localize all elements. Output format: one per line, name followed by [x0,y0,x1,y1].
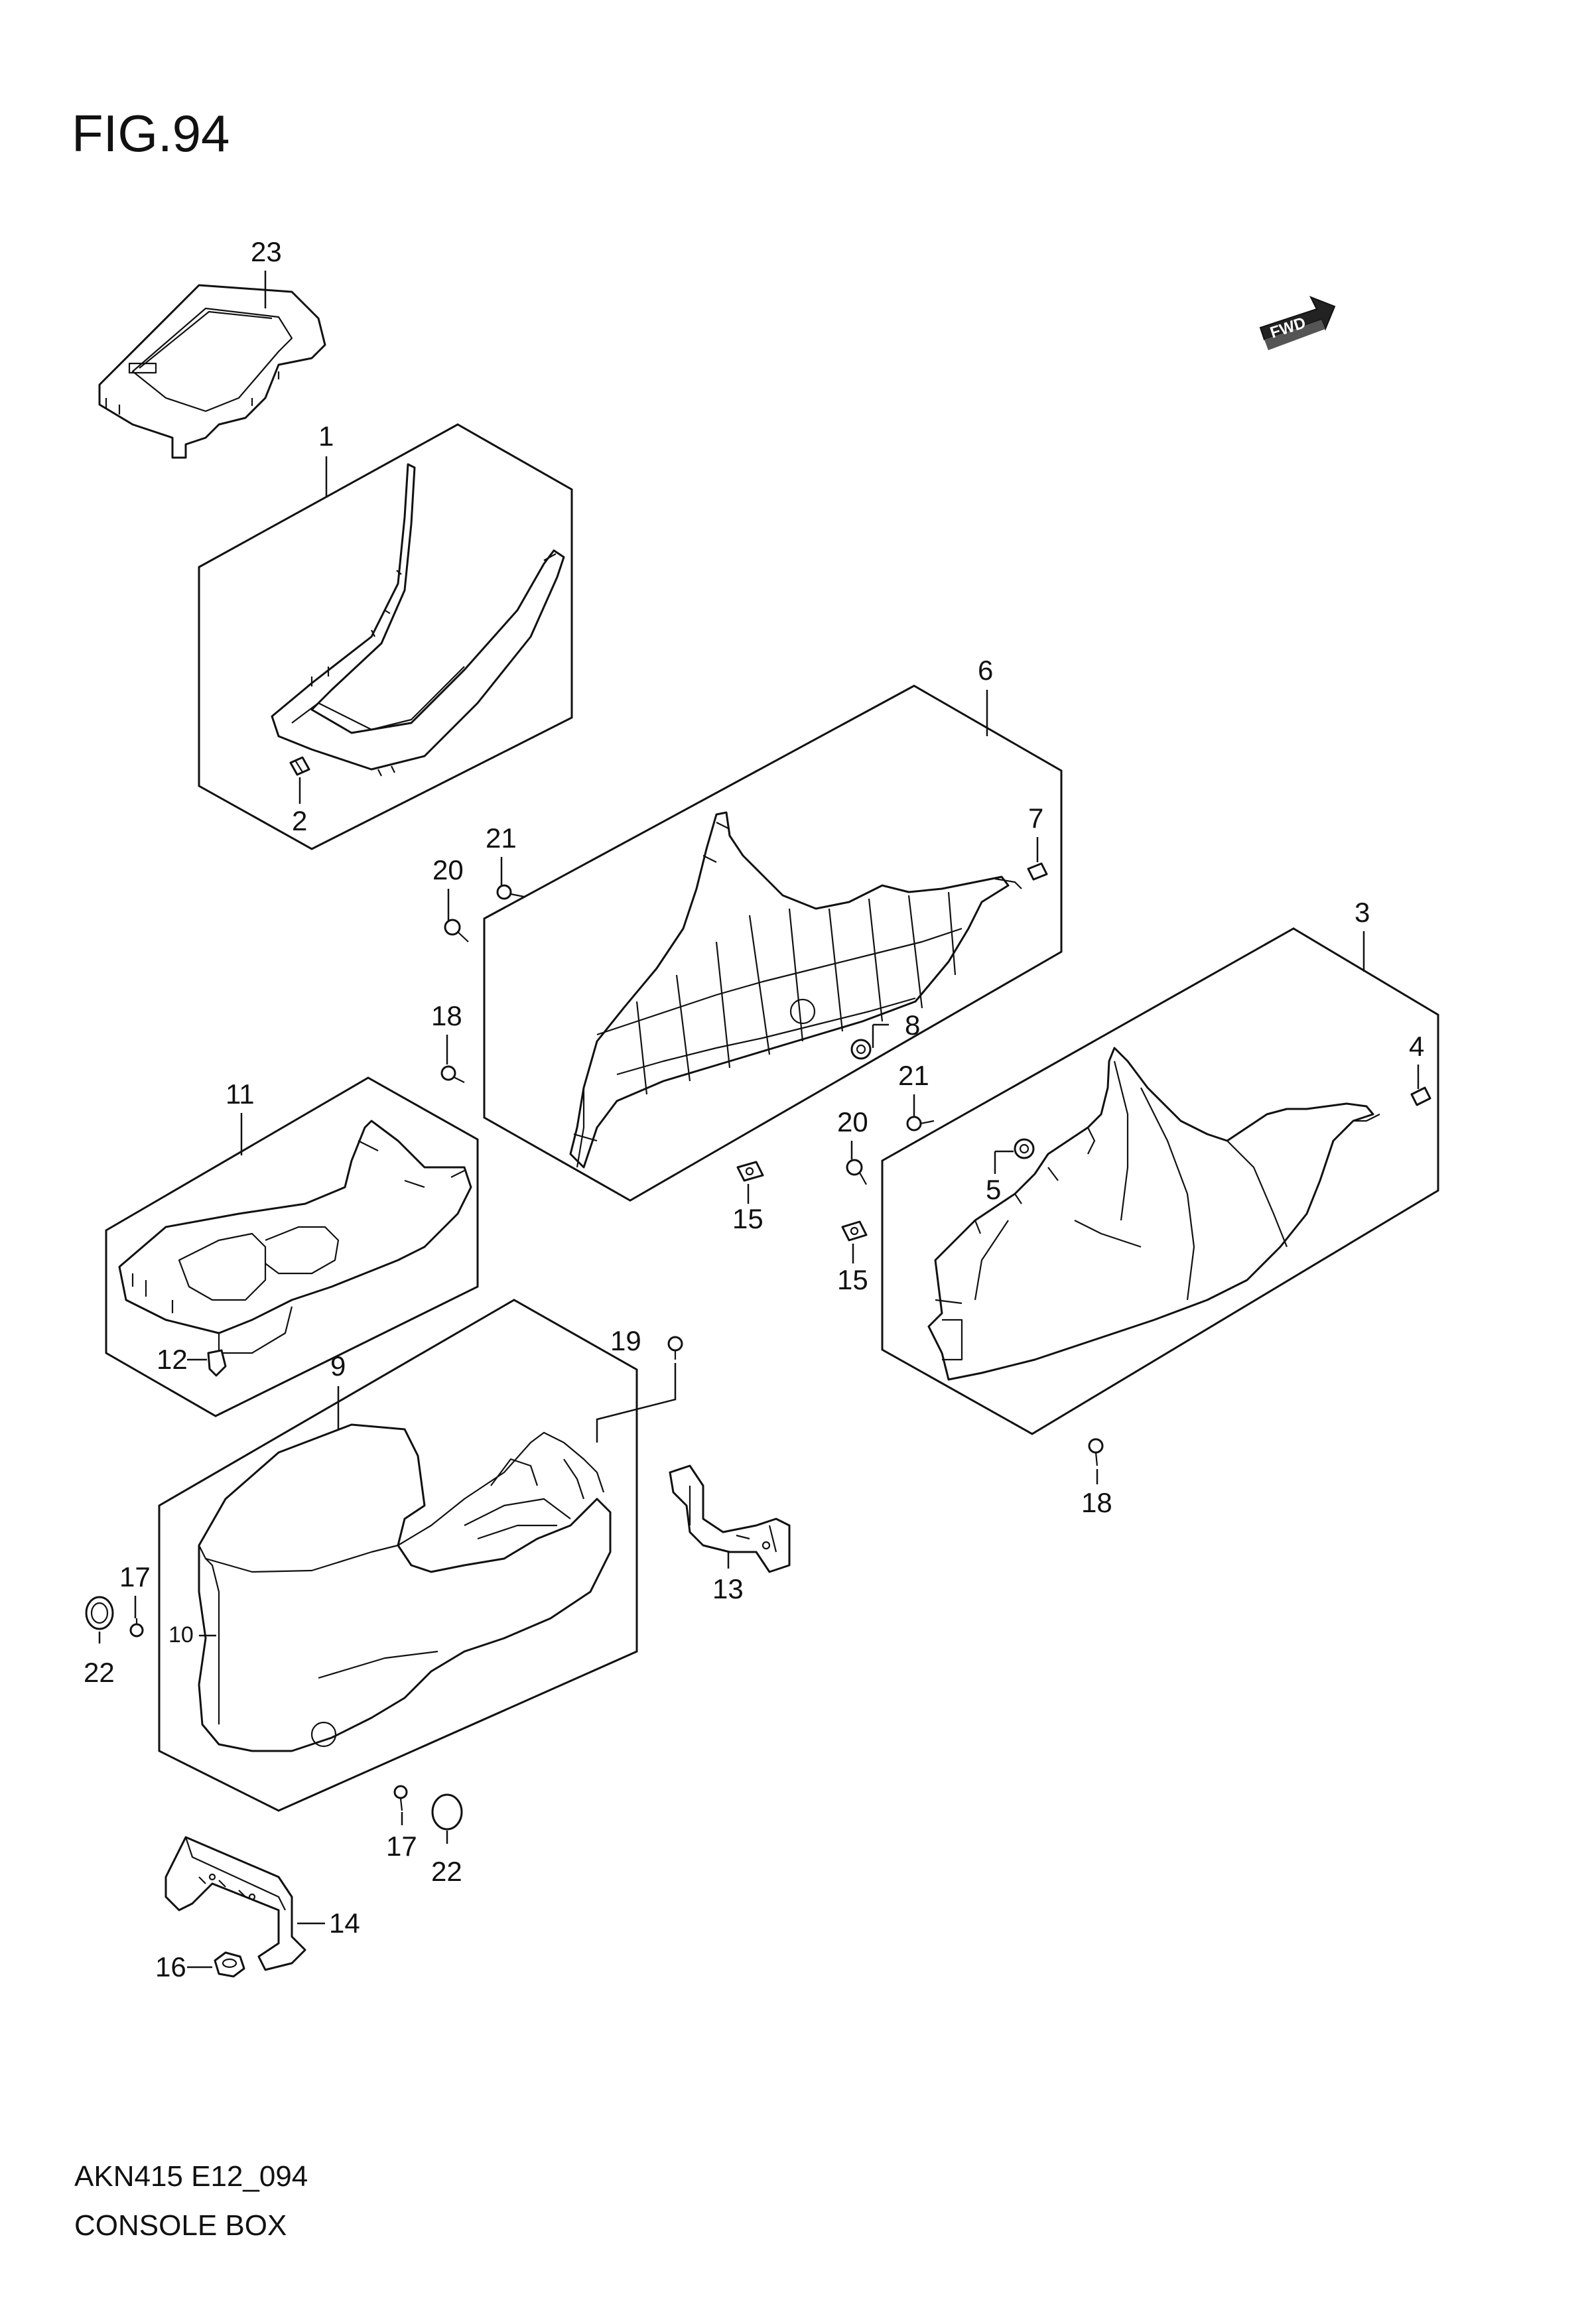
callout-13: 13 [712,1573,744,1604]
callout-22a: 22 [84,1657,115,1688]
callout-15a: 15 [732,1203,763,1234]
callout-1: 1 [318,420,334,452]
part-7-pin [1027,862,1048,881]
footer-name: CONSOLE BOX [74,2209,287,2242]
part-8-clip [850,1039,872,1060]
part-17-screw-a [129,1618,144,1638]
part-11-cup-holder-tray [118,1120,472,1354]
part-12-clip [207,1349,227,1377]
callout-17b: 17 [386,1831,417,1862]
callout-20a: 20 [432,854,464,885]
part-9-console-box [198,1423,612,1752]
callout-9: 9 [330,1350,346,1382]
assembly-box-3 [881,927,1439,1435]
forward-direction-arrow-icon: FWD [1259,296,1336,350]
assembly-box-9 [158,1299,638,1812]
part-20-screw-b [846,1159,867,1185]
part-2-clip [289,756,310,776]
callout-19: 19 [610,1325,641,1356]
part-17-screw-b [393,1785,408,1811]
assembly-box-11 [105,1076,479,1417]
callout-2: 2 [292,805,307,836]
callout-11: 11 [226,1078,255,1110]
assembly-box-1 [198,423,573,850]
assembly-box-6 [483,684,1063,1202]
part-21-screw-a [496,884,525,900]
callout-20b: 20 [837,1106,868,1137]
part-23-shift-bezel [98,284,326,459]
callout-5: 5 [986,1174,1001,1205]
part-5-clip [1014,1138,1035,1159]
part-14-bracket [165,1836,306,1971]
part-15-nut-a [736,1161,764,1182]
part-3-console-side-panel-right [927,1047,1380,1381]
callout-21b: 21 [898,1060,929,1091]
callout-21a: 21 [486,822,517,854]
callout-8: 8 [905,1009,920,1041]
part-19-screw [667,1336,683,1360]
callout-23: 23 [251,236,282,267]
callout-15b: 15 [837,1264,868,1295]
part-20-screw-a [444,919,469,942]
callout-18a: 18 [431,1000,462,1031]
part-16-nut [214,1951,245,1978]
part-18-clip-b [1088,1438,1104,1466]
part-13-bracket [669,1464,791,1573]
callout-3: 3 [1355,897,1370,928]
callout-6: 6 [978,655,993,686]
callout-22b: 22 [431,1856,462,1887]
callout-10: 10 [168,1622,194,1647]
callout-17a: 17 [119,1561,151,1592]
callout-7: 7 [1028,803,1043,834]
part-22-cap-b [431,1793,463,1831]
callout-18b: 18 [1081,1487,1112,1518]
callout-12: 12 [157,1344,188,1375]
part-21-screw-b [906,1116,935,1131]
part-4-pin [1410,1086,1431,1106]
part-15-nut-b [841,1220,868,1242]
part-1-console-garnish [271,463,565,777]
part-6-console-side-panel [569,811,1022,1169]
footer-code: AKN415 E12_094 [74,2160,308,2193]
leader-19 [596,1363,677,1443]
callout-14: 14 [329,1907,360,1939]
figure-title: FIG.94 [72,104,230,162]
callout-4: 4 [1409,1031,1424,1062]
callout-16: 16 [155,1951,186,1982]
part-18-clip-a [440,1065,465,1083]
part-22-cap-a [85,1596,114,1630]
